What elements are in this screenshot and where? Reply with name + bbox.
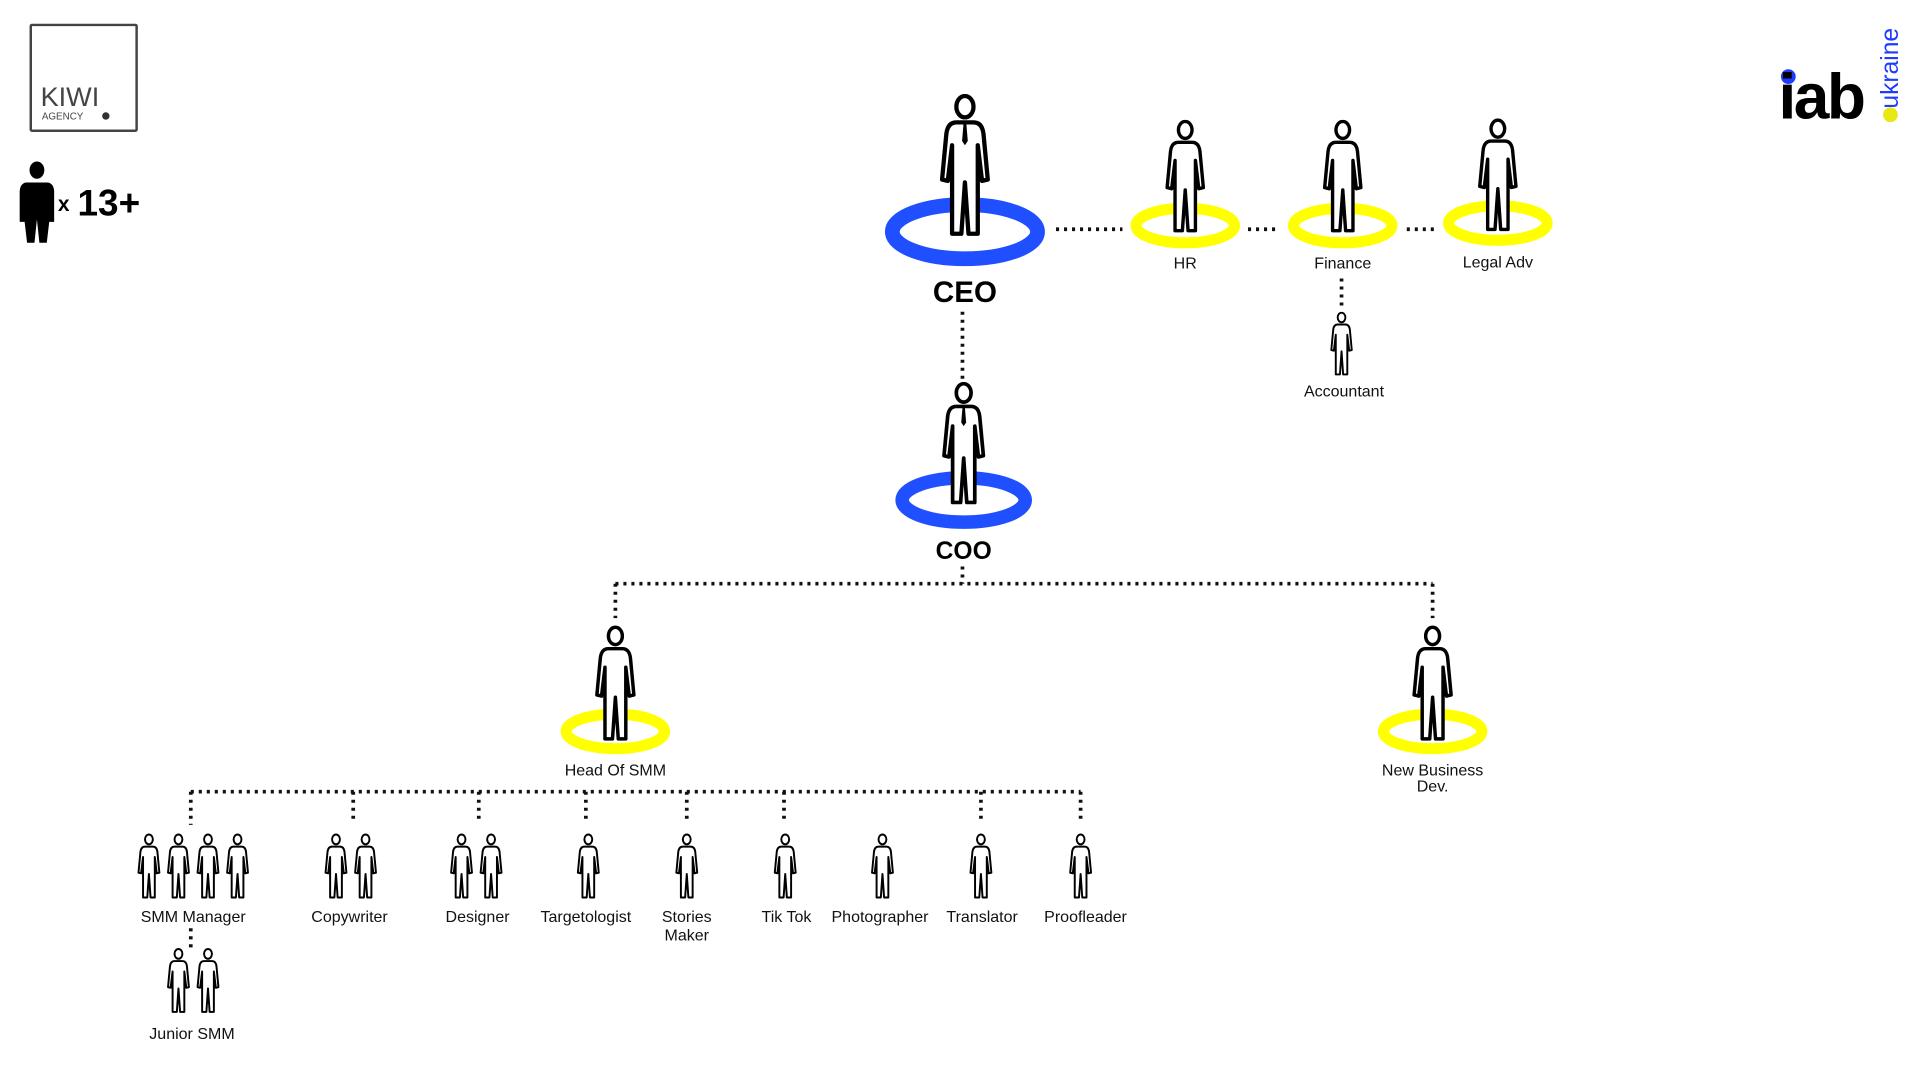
label-new-business-dev-line2: Dev. [1417,779,1449,796]
node-proofleader [1069,833,1093,899]
person-icon [1330,311,1353,376]
label-translator: Translator [946,909,1018,926]
label-smm-manager: SMM Manager [141,909,247,926]
node-coo [895,384,1032,529]
kiwi-agency-logo: KIWI AGENCY [29,23,138,132]
person-icon [196,833,220,899]
person-icon [354,833,378,899]
label-legal-adv: Legal Adv [1463,254,1533,271]
label-designer: Designer [446,909,511,926]
person-icon [942,96,988,234]
person-icon [1069,833,1093,899]
person-icon [226,833,250,899]
node-nbd [1377,625,1488,755]
label-hr: HR [1174,256,1197,273]
label-tiktok: Tik Tok [762,909,813,926]
node-smm-manager [137,833,250,899]
kiwi-logo-subtext: AGENCY [42,112,84,123]
iab-logo-side-text: ukraine [1877,28,1904,109]
person-icon [1412,625,1453,741]
label-photographer: Photographer [832,909,930,926]
person-silhouette-icon [19,161,55,243]
label-finance: Finance [1314,256,1371,273]
node-translator [969,833,993,899]
iab-logo-text: iab [1778,60,1863,132]
node-legal [1443,118,1553,246]
person-icon [576,833,600,899]
person-icon [675,833,699,899]
node-designer [450,833,503,899]
node-accountant [1330,311,1353,376]
person-icon [137,833,161,899]
node-finance [1288,119,1398,249]
label-accountant: Accountant [1304,384,1385,401]
team-count: x 13+ [19,161,141,243]
node-head-smm [560,625,671,755]
label-coo: COO [936,538,992,565]
person-icon [324,833,348,899]
node-copywriter [324,833,378,899]
iab-ukraine-logo: iab ukraine [1778,28,1903,133]
label-head-of-smm: Head Of SMM [565,763,666,780]
node-junior-smm [166,948,220,1013]
node-ceo [884,96,1045,267]
person-icon [1477,118,1518,232]
kiwi-logo-text: KIWI [41,81,100,112]
person-icon [166,833,190,899]
label-targetologist: Targetologist [540,909,631,926]
node-targetologist [576,833,600,899]
person-icon [595,625,636,741]
person-icon [479,833,503,899]
label-stories-maker-line1: Stories [662,909,712,926]
node-photographer [870,833,894,899]
node-stories-maker [675,833,699,899]
node-tiktok [773,833,797,899]
team-count-value: 13+ [78,183,141,224]
label-new-business-dev-line1: New Business [1382,763,1483,780]
team-count-prefix: x [58,193,70,216]
person-icon [969,833,993,899]
person-icon [870,833,894,899]
person-icon [166,948,190,1013]
label-proofleader: Proofleader [1044,909,1127,926]
person-icon [196,948,220,1013]
label-junior-smm: Junior SMM [149,1026,234,1043]
label-copywriter: Copywriter [311,909,388,926]
person-icon [773,833,797,899]
label-ceo: CEO [933,276,997,309]
node-hr [1130,119,1240,249]
person-icon [450,833,474,899]
connectors [188,227,1436,948]
label-stories-maker-line2: Maker [665,928,710,945]
